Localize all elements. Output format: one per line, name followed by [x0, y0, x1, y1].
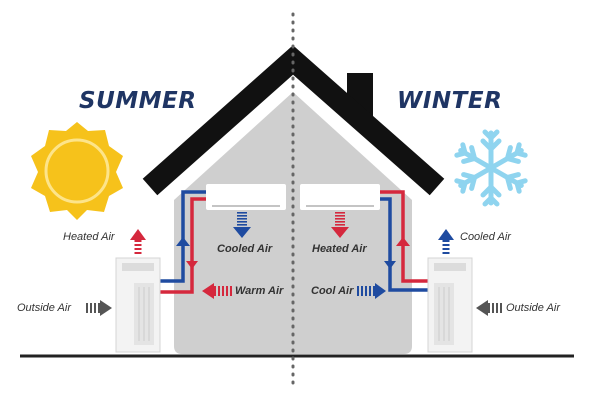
summer-heated-air-label: Heated Air [63, 231, 115, 243]
indoor-unit-summer [206, 184, 286, 210]
sun-icon [31, 122, 123, 220]
winter-lines [380, 190, 428, 292]
outdoor-unit-summer [115, 257, 161, 353]
summer-cooled-air-label: Cooled Air [217, 243, 273, 255]
winter-cooled-air-label: Cooled Air [460, 231, 511, 243]
roof [142, 45, 445, 196]
winter-cooled-air-up-arrow-icon [438, 229, 454, 254]
summer-warm-air-arrow-icon [202, 283, 232, 299]
winter-up-arrow-icon [396, 237, 410, 246]
winter-cool-air-label: Cool Air [311, 285, 354, 297]
winter-outside-air-arrow-icon [476, 300, 502, 316]
summer-lines [160, 190, 206, 294]
winter-hot-line [380, 190, 428, 283]
winter-outside-air-label: Outside Air [506, 302, 561, 314]
summer-outside-air-arrow-icon [86, 300, 112, 316]
outdoor-unit-winter [427, 257, 473, 353]
summer-warm-air-label: Warm Air [235, 285, 284, 297]
summer-cooled-air-arrow-icon [233, 212, 251, 238]
indoor-unit-winter [300, 184, 380, 210]
summer-heated-air-up-arrow-icon [130, 229, 146, 254]
chimney [347, 73, 373, 117]
winter-heated-air-label: Heated Air [312, 243, 367, 255]
summer-title: SUMMER [79, 88, 197, 114]
summer-up-arrow-icon [176, 237, 190, 246]
winter-heated-air-arrow-icon [331, 212, 349, 238]
summer-down-arrow-icon [186, 261, 198, 269]
winter-cool-air-arrow-icon [357, 283, 386, 299]
winter-title: WINTER [397, 88, 503, 114]
winter-down-arrow-icon [384, 261, 396, 269]
winter-cold-line [380, 197, 428, 292]
summer-outside-air-label: Outside Air [17, 302, 72, 314]
summer-cold-line [160, 190, 206, 283]
summer-hot-line [160, 197, 206, 294]
snowflake-icon [456, 129, 526, 204]
